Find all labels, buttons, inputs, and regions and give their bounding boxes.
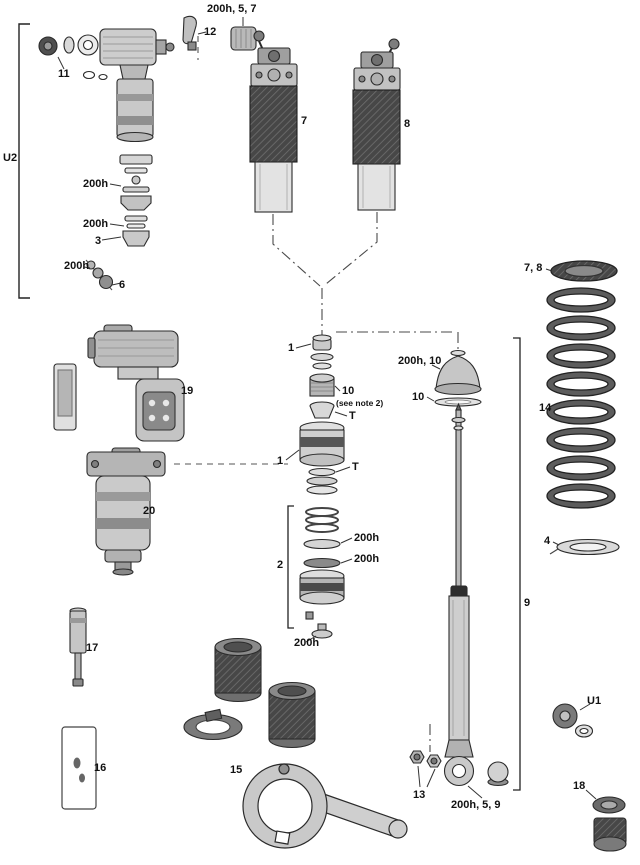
label-13: 13 xyxy=(413,789,426,801)
label-9: 9 xyxy=(524,597,531,609)
part-8-shock-body xyxy=(352,38,401,211)
label-200h-e: 200h xyxy=(354,553,380,565)
sleeve-b xyxy=(268,681,316,749)
label-t-top: T xyxy=(349,410,356,422)
label-1-lower: 1 xyxy=(277,455,284,467)
label-7: 7 xyxy=(301,115,308,127)
eyelet-bushing xyxy=(487,761,509,787)
label-8: 8 xyxy=(404,118,411,130)
u2-bracket xyxy=(18,23,30,299)
center-seal-stack xyxy=(299,334,345,495)
label-u2: U2 xyxy=(3,152,18,164)
retainer-collar xyxy=(183,708,243,741)
label-10-center: 10 xyxy=(342,385,355,397)
module-link-dashed xyxy=(174,36,288,465)
label-200h-10: 200h, 10 xyxy=(398,355,442,367)
seal-stack-200h-upper xyxy=(119,154,153,211)
label-16: 16 xyxy=(94,762,107,774)
label-14: 14 xyxy=(539,402,552,414)
seal-head-bell xyxy=(434,349,482,407)
seal-stack-3 xyxy=(122,215,150,247)
part-4-spring-seat xyxy=(549,538,620,556)
label-bumper: 200h, 5, 7 xyxy=(207,3,257,15)
label-10-right: 10 xyxy=(412,391,425,403)
label-200h-5-9: 200h, 5, 9 xyxy=(451,799,501,811)
part-18-bushings xyxy=(592,796,627,852)
spring-collar xyxy=(550,260,618,282)
part-11-damper-assembly xyxy=(38,28,175,143)
label-see-note-2: (see note 2) xyxy=(336,398,384,408)
label-u1: U1 xyxy=(587,695,602,707)
leader-lines xyxy=(57,17,597,800)
part-17-shaft xyxy=(69,607,87,687)
label-200h-b: 200h xyxy=(83,218,109,230)
part-15-spanner-wrench xyxy=(242,763,408,849)
part-16-box xyxy=(61,726,97,810)
label-200h-c: 200h xyxy=(64,260,90,272)
part-bumper xyxy=(230,26,257,51)
part-20-motor-module xyxy=(86,447,166,576)
u1-parts xyxy=(552,703,594,738)
label-20: 20 xyxy=(143,505,156,517)
sleeve-a xyxy=(214,637,262,703)
label-7-8: 7, 8 xyxy=(524,262,543,274)
part-13-nuts xyxy=(409,750,442,768)
stack-group-2 xyxy=(287,505,345,639)
label-200h-d: 200h xyxy=(354,532,380,544)
part-6-valve xyxy=(85,259,114,291)
label-17: 17 xyxy=(86,642,99,654)
label-18: 18 xyxy=(573,780,586,792)
label-3: 3 xyxy=(95,235,102,247)
label-1-top: 1 xyxy=(288,342,295,354)
part-19-control-module xyxy=(87,324,185,442)
part-7-shock-body xyxy=(249,30,298,213)
part-9-shaft-assembly xyxy=(443,337,521,791)
label-12: 12 xyxy=(204,26,217,38)
label-11: 11 xyxy=(58,68,70,80)
label-200h-f: 200h xyxy=(294,637,320,649)
label-4: 4 xyxy=(544,535,551,547)
part-14-coil-spring xyxy=(546,287,616,509)
battery-pack xyxy=(53,363,77,431)
label-15: 15 xyxy=(230,764,243,776)
label-19: 19 xyxy=(181,385,194,397)
label-t-lower: T xyxy=(352,461,359,473)
label-6: 6 xyxy=(119,279,126,291)
label-200h-a: 200h xyxy=(83,178,109,190)
part-12-clip xyxy=(182,15,197,51)
label-2: 2 xyxy=(277,559,284,571)
centerlines xyxy=(272,212,459,752)
